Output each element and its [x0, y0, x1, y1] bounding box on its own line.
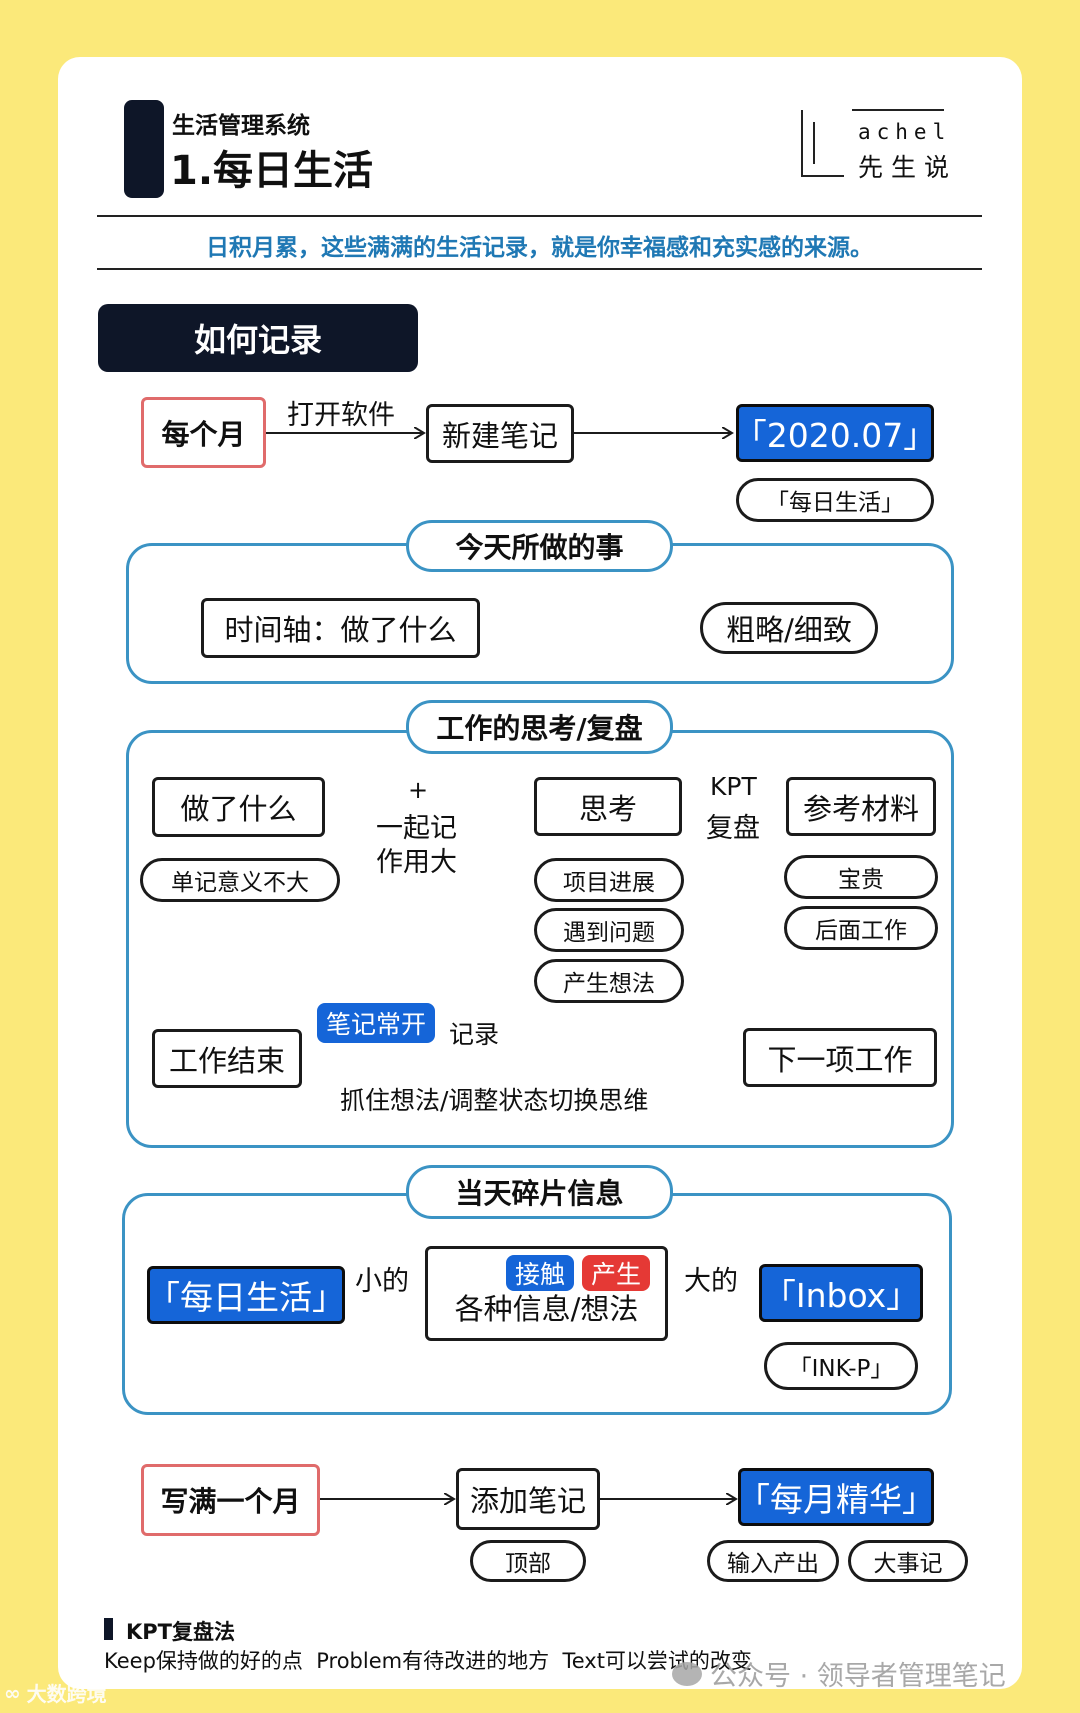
node-daily-life: 「每日生活」	[147, 1266, 345, 1324]
label-kpt: KPT	[710, 772, 757, 801]
node-monthly: 每个月	[141, 397, 266, 468]
section-heading: 如何记录	[98, 304, 418, 372]
label-small: 小的	[355, 1266, 409, 1297]
tag-produce: 产生	[582, 1255, 650, 1291]
panel-today-title: 今天所做的事	[406, 520, 673, 572]
logo-text-top: achel	[858, 120, 952, 144]
panel-fragments-title: 当天碎片信息	[406, 1165, 673, 1219]
pill-ideas: 产生想法	[534, 959, 684, 1003]
pill-project-progress: 项目进展	[534, 858, 684, 902]
node-think: 思考	[534, 777, 682, 836]
tagline-rule-bottom	[97, 268, 982, 270]
pill-top: 顶部	[470, 1540, 586, 1582]
page-title: 1.每日生活	[170, 148, 374, 194]
pill-ink-p: 「INK-P」	[764, 1342, 918, 1390]
node-timeline: 时间轴：做了什么	[201, 598, 480, 658]
node-work-end: 工作结束	[152, 1029, 302, 1088]
node-month-full: 写满一个月	[141, 1464, 320, 1536]
label-effect: 作用大	[376, 847, 457, 878]
label-open-software: 打开软件	[287, 400, 395, 431]
watermark-left-text: 大数跨境	[26, 1682, 107, 1706]
label-capture-ideas: 抓住想法/调整状态切换思维	[340, 1086, 649, 1115]
logo-text-bottom: 先生说	[858, 153, 958, 182]
watermark-right-text: 公众号 · 领导者管理笔记	[710, 1661, 1006, 1692]
label-plus: +	[408, 776, 429, 804]
node-monthly-best: 「每月精华」	[737, 1468, 935, 1526]
node-next-work: 下一项工作	[743, 1028, 937, 1087]
section-heading-text: 如何记录	[193, 321, 322, 359]
logo-frame-icon	[801, 109, 944, 177]
node-what-done: 做了什么	[152, 777, 325, 837]
watermark-right: 公众号 · 领导者管理笔记	[672, 1654, 1006, 1693]
pill-problems: 遇到问题	[534, 908, 684, 952]
pill-rough-detailed: 粗略/细致	[700, 602, 878, 654]
tag-contact: 接触	[506, 1255, 574, 1291]
wechat-icon	[672, 1661, 702, 1686]
pill-valuable: 宝贵	[784, 855, 938, 899]
panel-work-title: 工作的思考/复盘	[406, 700, 673, 754]
pill-major-events: 大事记	[848, 1540, 968, 1582]
label-big: 大的	[684, 1266, 738, 1297]
tagline: 日积月累，这些满满的生活记录，就是你幸福感和充实感的来源。	[206, 235, 873, 261]
pill-daily-life: 「每日生活」	[736, 478, 934, 522]
label-record: 记录	[449, 1020, 500, 1049]
tagline-rule-top	[97, 215, 982, 217]
kpt-description: Keep保持做的好的点 Problem有待改进的地方 Text可以尝试的改变	[104, 1649, 752, 1673]
node-month-note: 「2020.07」	[734, 404, 936, 462]
kpt-title: KPT复盘法	[126, 1620, 235, 1644]
pill-little-meaning: 单记意义不大	[140, 858, 340, 902]
watermark-left: ∞ 大数跨境	[4, 1678, 107, 1707]
watermark-logo-icon: ∞	[4, 1680, 21, 1705]
node-new-note: 新建笔记	[426, 404, 574, 463]
node-reference: 参考材料	[786, 777, 936, 836]
label-review: 复盘	[706, 813, 760, 844]
title-bar-mark	[124, 100, 164, 198]
pill-input-output: 输入产出	[707, 1540, 839, 1582]
node-add-note: 添加笔记	[456, 1468, 600, 1530]
pill-future-work: 后面工作	[784, 906, 938, 950]
brand-logo: achel 先生说	[800, 108, 960, 182]
node-info-ideas-text: 各种信息/想法	[454, 1292, 639, 1326]
label-together: 一起记	[376, 813, 457, 844]
tag-note-open: 笔记常开	[317, 1003, 435, 1043]
kpt-title-mark	[104, 1618, 113, 1640]
node-inbox: 「Inbox」	[759, 1264, 923, 1322]
series-label: 生活管理系统	[172, 113, 310, 139]
